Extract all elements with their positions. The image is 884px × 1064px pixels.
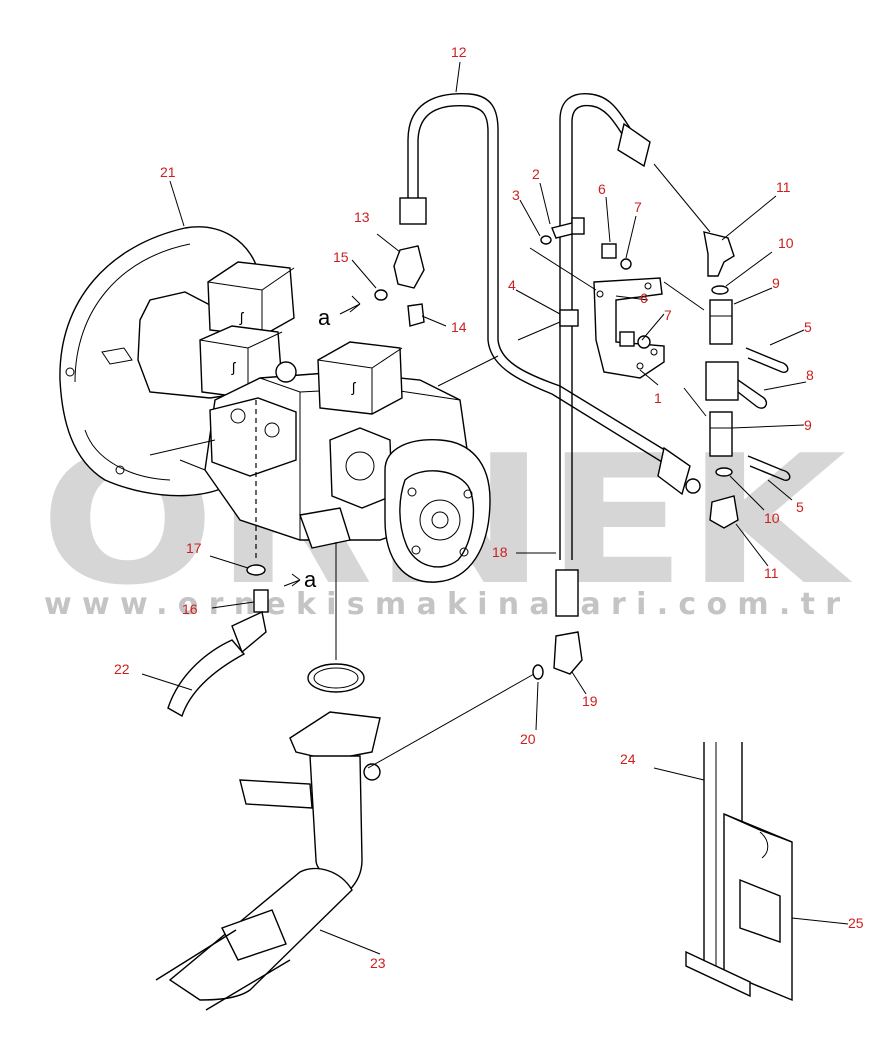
small-hardware (246, 217, 651, 693)
callout-7-bottom: 7 (664, 307, 672, 323)
callout-18: 18 (492, 544, 508, 560)
callout-3: 3 (512, 187, 520, 203)
part-22-hose (167, 610, 267, 718)
leader-lines (141, 61, 849, 955)
connection-mark-a-top: a (318, 305, 331, 330)
callout-12: 12 (451, 44, 467, 60)
svg-text:ʃ: ʃ (231, 359, 237, 375)
callout-23: 23 (370, 955, 386, 971)
callout-6-bottom: 6 (640, 290, 648, 306)
callout-22: 22 (114, 661, 130, 677)
callout-4: 4 (508, 277, 516, 293)
svg-text:ʃ: ʃ (351, 379, 357, 395)
callout-2: 2 (532, 166, 540, 182)
connection-marks: a a (304, 305, 331, 592)
callout-9-bottom: 9 (804, 417, 812, 433)
callout-8: 8 (806, 367, 814, 383)
part-23-suction-tube (155, 711, 381, 1011)
callout-6-top: 6 (598, 181, 606, 197)
callout-20: 20 (520, 731, 536, 747)
part-1-bracket (593, 277, 665, 379)
callout-24: 24 (620, 751, 636, 767)
callout-11-bottom: 11 (764, 565, 779, 581)
part-24-25-bracket (685, 742, 793, 1002)
callout-13: 13 (354, 209, 370, 225)
callout-25: 25 (848, 915, 864, 931)
callout-19: 19 (582, 693, 598, 709)
part-12-hose (399, 93, 701, 496)
callout-11-top: 11 (776, 179, 791, 195)
callout-17: 17 (186, 540, 202, 556)
callout-1: 1 (654, 390, 662, 406)
callout-labels: 21 12 13 15 14 2 3 6 7 4 6 7 1 11 10 9 5… (114, 44, 864, 971)
callout-21: 21 (160, 164, 176, 180)
callout-10-top: 10 (778, 235, 794, 251)
callout-7-top: 7 (634, 199, 642, 215)
callout-9-top: 9 (772, 275, 780, 291)
callout-5-bottom: 5 (796, 499, 804, 515)
callout-14: 14 (451, 319, 467, 335)
part-18-hose (555, 93, 651, 617)
callout-10-bottom: 10 (764, 510, 780, 526)
callout-15: 15 (333, 249, 349, 265)
callout-16: 16 (182, 601, 198, 617)
connection-mark-a-bottom: a (304, 567, 317, 592)
main-pump-assembly: ʃ ʃ ʃ (137, 261, 491, 583)
callout-5-top: 5 (804, 319, 812, 335)
fittings-right (703, 231, 791, 529)
svg-text:ʃ: ʃ (239, 309, 245, 325)
